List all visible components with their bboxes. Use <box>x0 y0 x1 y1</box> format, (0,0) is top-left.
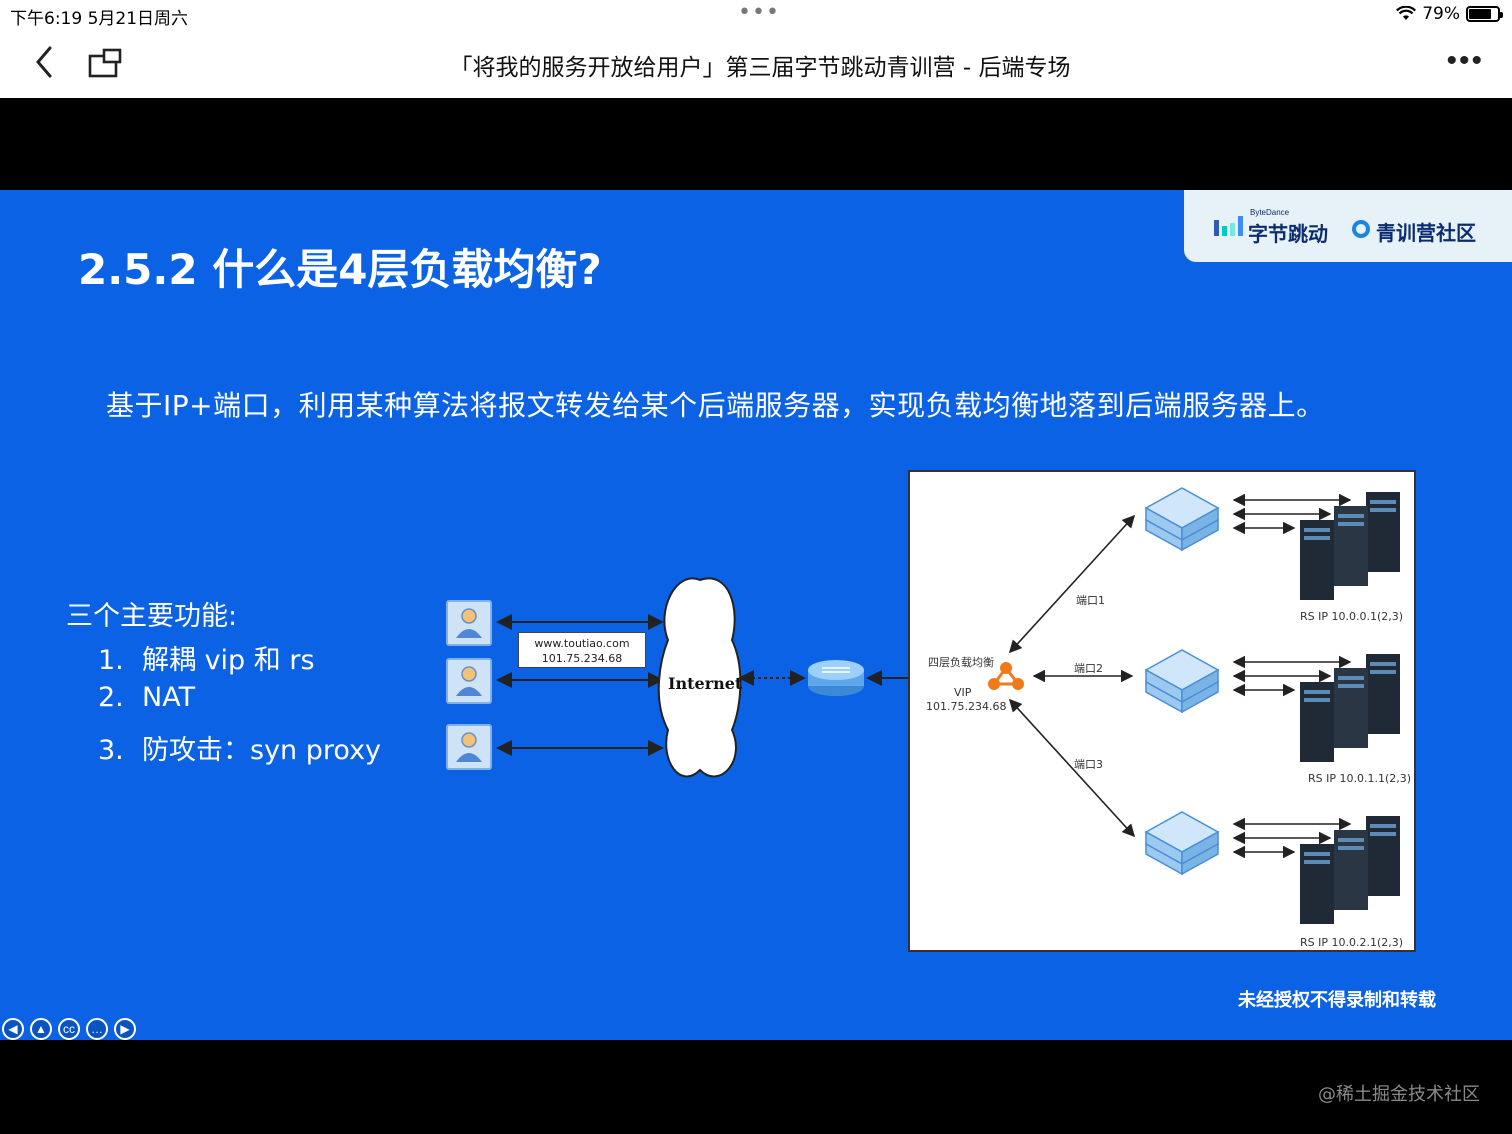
site-watermark: @稀土掘金技术社区 <box>1318 1084 1480 1105</box>
lb-label: 四层负载均衡 <box>928 656 994 669</box>
status-right: 79% <box>1396 4 1503 24</box>
floating-window-button[interactable] <box>86 46 126 82</box>
more-options-button[interactable]: … <box>86 1018 108 1040</box>
feature-item: 2. NAT <box>98 682 195 713</box>
server-rack-icon <box>1300 654 1400 762</box>
vip-label: VIP <box>954 686 972 699</box>
page-title: 「将我的服务开放给用户」第三届字节跳动青训营 - 后端专场 <box>449 55 1071 81</box>
lb-diagram-lines <box>988 487 1400 924</box>
user-avatar-icon <box>446 724 492 770</box>
top-bar: 下午6:19 5月21日周六 ••• 79% 「将我的服务开放给用户」第三届字节… <box>0 0 1512 98</box>
features-heading: 三个主要功能: <box>66 601 238 632</box>
internet-cloud <box>657 577 742 778</box>
domain-ip: 101.75.234.68 <box>541 652 623 665</box>
battery-icon <box>1466 6 1503 22</box>
network-connections <box>496 577 982 778</box>
prev-slide-button[interactable]: ◀ <box>2 1018 24 1040</box>
lb-diagram: 四层负载均衡 VIP 101.75.234.68 端口1 端口2 端口3 RS … <box>908 470 1416 952</box>
switch-icon <box>1144 811 1220 876</box>
feature-text: NAT <box>142 682 196 713</box>
bytedance-logo-icon <box>1214 216 1243 236</box>
community-logo-icon <box>1352 220 1370 238</box>
video-slide[interactable]: ByteDance 字节跳动 青训营社区 2.5.2 什么是4层负载均衡? 基于… <box>0 190 1512 1040</box>
player-controls: ◀ ▲ cc … ▶ <box>2 1018 136 1040</box>
brand-community: 青训营社区 <box>1376 221 1476 245</box>
feature-number: 1. <box>98 645 124 676</box>
server-rack-icon <box>1300 492 1400 600</box>
rs-ip-label: RS IP 10.0.0.1(2,3) <box>1300 610 1404 623</box>
switch-icon <box>1144 487 1220 552</box>
feature-item: 1. 解耦 vip 和 rs <box>98 638 315 677</box>
feature-number: 2. <box>98 682 124 713</box>
internet-label: Internet <box>668 674 743 693</box>
battery-percent: 79% <box>1422 4 1460 24</box>
user-avatar-icon <box>446 658 492 704</box>
more-button[interactable]: ••• <box>1446 44 1484 77</box>
rs-ip-label: RS IP 10.0.2.1(2,3) <box>1300 936 1404 949</box>
vip-ip: 101.75.234.68 <box>926 700 1007 713</box>
brand-bytedance: 字节跳动 <box>1248 222 1328 246</box>
copyright-watermark: 未经授权不得录制和转载 <box>1238 990 1436 1011</box>
port-label: 端口1 <box>1076 594 1105 607</box>
user-avatar-icon <box>446 600 492 646</box>
domain-box: www.toutiao.com 101.75.234.68 <box>518 632 646 668</box>
next-slide-button[interactable]: ▶ <box>114 1018 136 1040</box>
port-label: 端口2 <box>1074 662 1103 675</box>
router-icon <box>808 660 864 696</box>
domain-name: www.toutiao.com <box>534 637 630 650</box>
multitask-dots[interactable]: ••• <box>738 0 780 25</box>
switch-icon <box>1144 649 1220 714</box>
server-rack-icon <box>1300 816 1400 924</box>
window-icon <box>88 48 122 78</box>
chevron-left-icon <box>36 46 52 78</box>
load-balancer-icon <box>988 662 1024 690</box>
pen-tool-button[interactable]: ▲ <box>30 1018 52 1040</box>
feature-text: 解耦 vip 和 rs <box>142 645 315 676</box>
brand-bytedance-en: ByteDance <box>1250 208 1290 217</box>
port-label: 端口3 <box>1074 758 1103 771</box>
status-time-date: 下午6:19 5月21日周六 <box>10 9 189 29</box>
feature-number: 3. <box>98 735 124 766</box>
captions-button[interactable]: cc <box>58 1018 80 1040</box>
slide-title: 2.5.2 什么是4层负载均衡? <box>78 245 602 294</box>
back-button[interactable] <box>28 42 64 82</box>
rs-ip-label: RS IP 10.0.1.1(2,3) <box>1308 772 1412 785</box>
feature-item: 3. 防攻击：syn proxy <box>98 728 381 767</box>
wifi-icon <box>1396 6 1417 20</box>
slide-description: 基于IP+端口，利用某种算法将报文转发给某个后端服务器，实现负载均衡地落到后端服… <box>106 389 1325 422</box>
feature-text: 防攻击：syn proxy <box>142 735 382 766</box>
brand-logos: ByteDance 字节跳动 青训营社区 <box>1184 190 1512 262</box>
